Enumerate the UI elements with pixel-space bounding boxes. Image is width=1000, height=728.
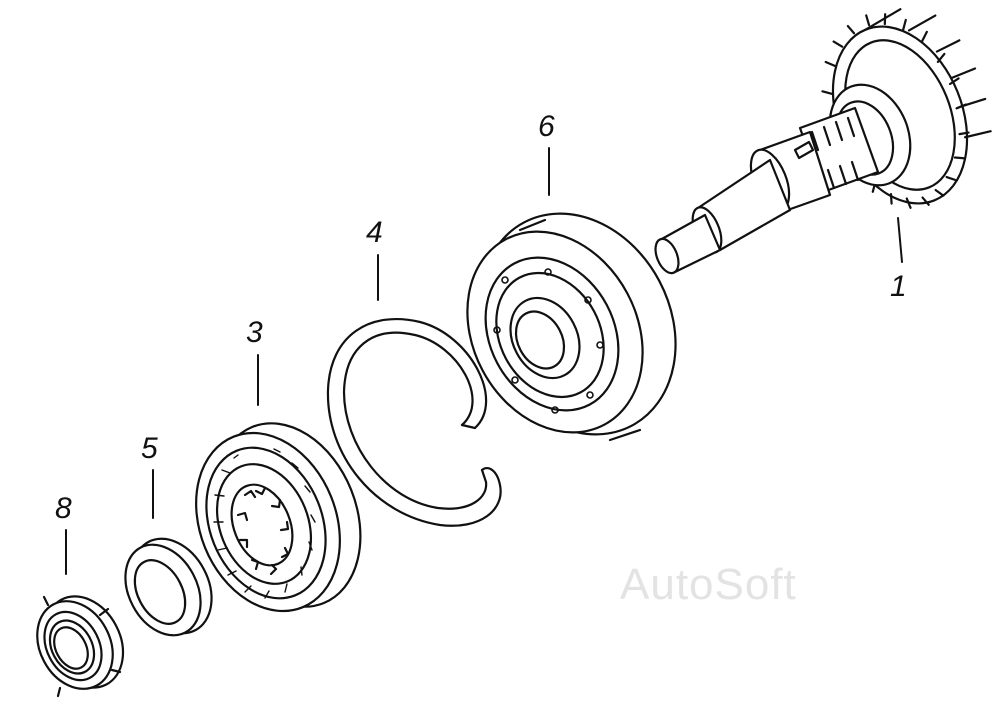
label-part-1: 1 xyxy=(890,270,907,303)
label-part-5: 5 xyxy=(141,432,158,465)
label-part-3: 3 xyxy=(246,316,263,349)
label-part-8: 8 xyxy=(55,492,72,525)
part-6-large-bearing xyxy=(433,148,713,469)
label-part-6: 6 xyxy=(538,110,555,143)
part-5-washer xyxy=(110,470,227,648)
label-part-4: 4 xyxy=(366,216,383,249)
part-4-snap-ring xyxy=(328,255,501,526)
watermark: AutoSoft xyxy=(620,560,797,609)
part-8-nut xyxy=(23,530,139,702)
part-3-small-bearing xyxy=(170,355,386,633)
part-1-shaft-gear xyxy=(651,0,1000,276)
